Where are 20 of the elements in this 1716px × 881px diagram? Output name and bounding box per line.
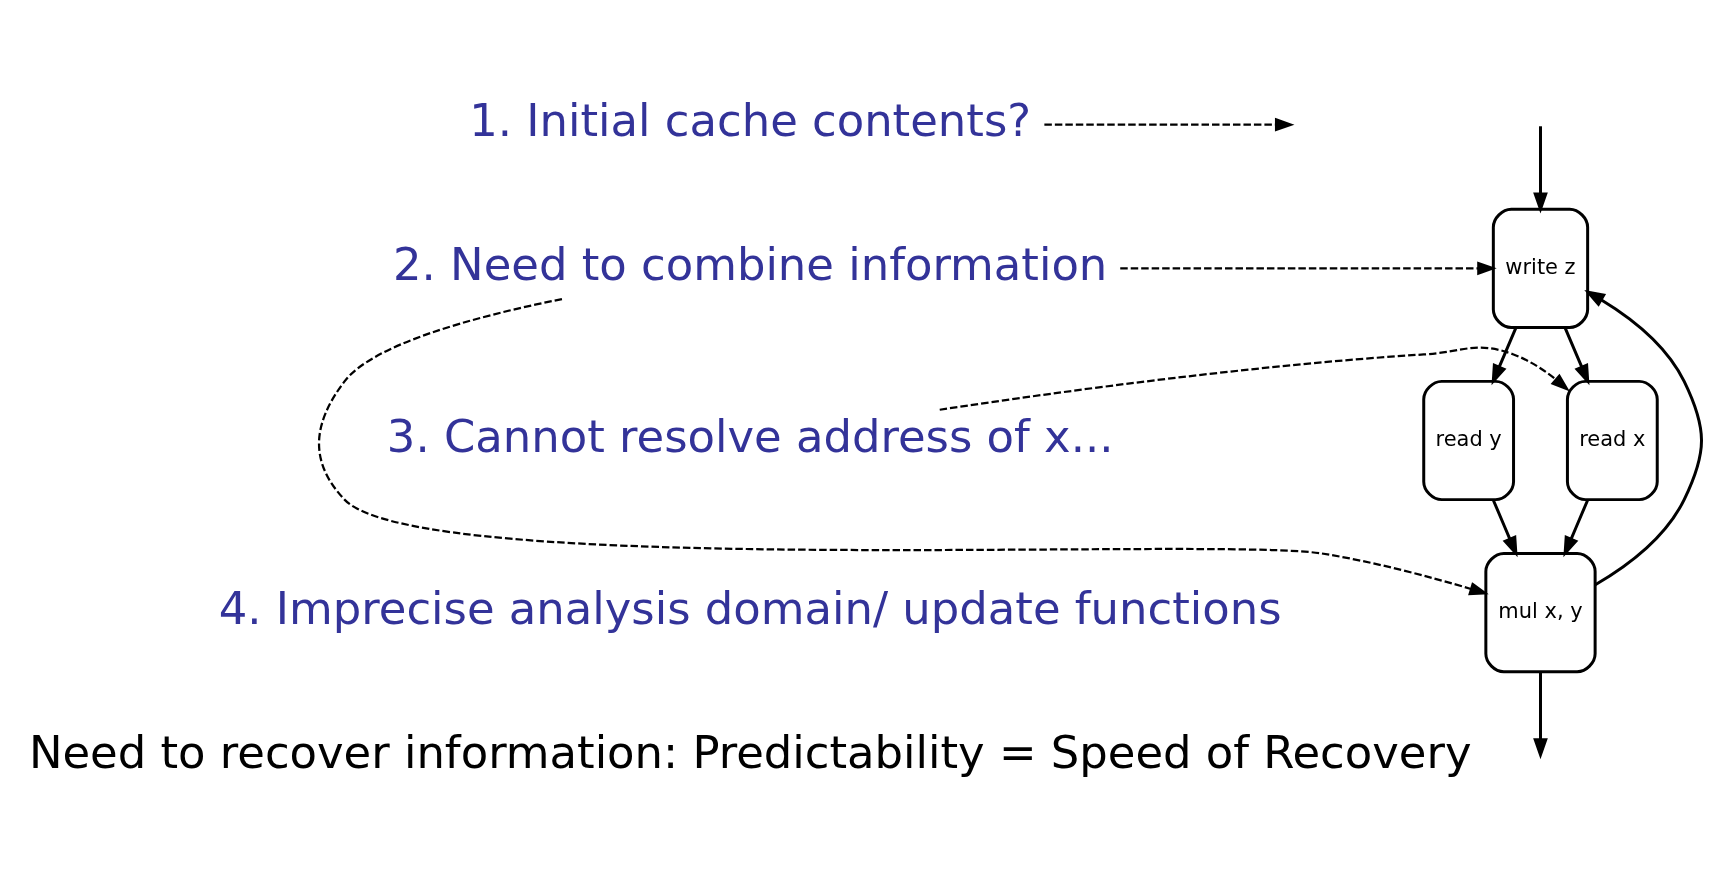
arrow: [1533, 671, 1548, 760]
label: Need to recover information: Predictability = Speed of Recovery: [28, 725, 1472, 779]
node-text: 2. Need to combine information: [393, 237, 1108, 291]
node-box: read x: [1565, 379, 1659, 502]
node-text: 1. Initial cache contents?: [469, 93, 1032, 147]
arrow: [1563, 327, 1590, 386]
arrow: [1491, 327, 1518, 386]
arrow: [1563, 499, 1590, 558]
arrow: [318, 297, 1489, 596]
node-box: read y: [1422, 379, 1516, 502]
node-box: write z: [1491, 207, 1590, 329]
node-box: mul x, y: [1484, 552, 1597, 674]
arrow: [939, 346, 1570, 411]
arrow: [1044, 117, 1295, 132]
label: 4. Imprecise analysis domain/ update functions: [218, 581, 1282, 635]
arrow: [1584, 289, 1703, 587]
arrow: [1120, 261, 1497, 276]
node-text: 3. Cannot resolve address of x...: [386, 409, 1114, 463]
arrow: [1533, 126, 1548, 214]
arrow: [1491, 499, 1518, 558]
